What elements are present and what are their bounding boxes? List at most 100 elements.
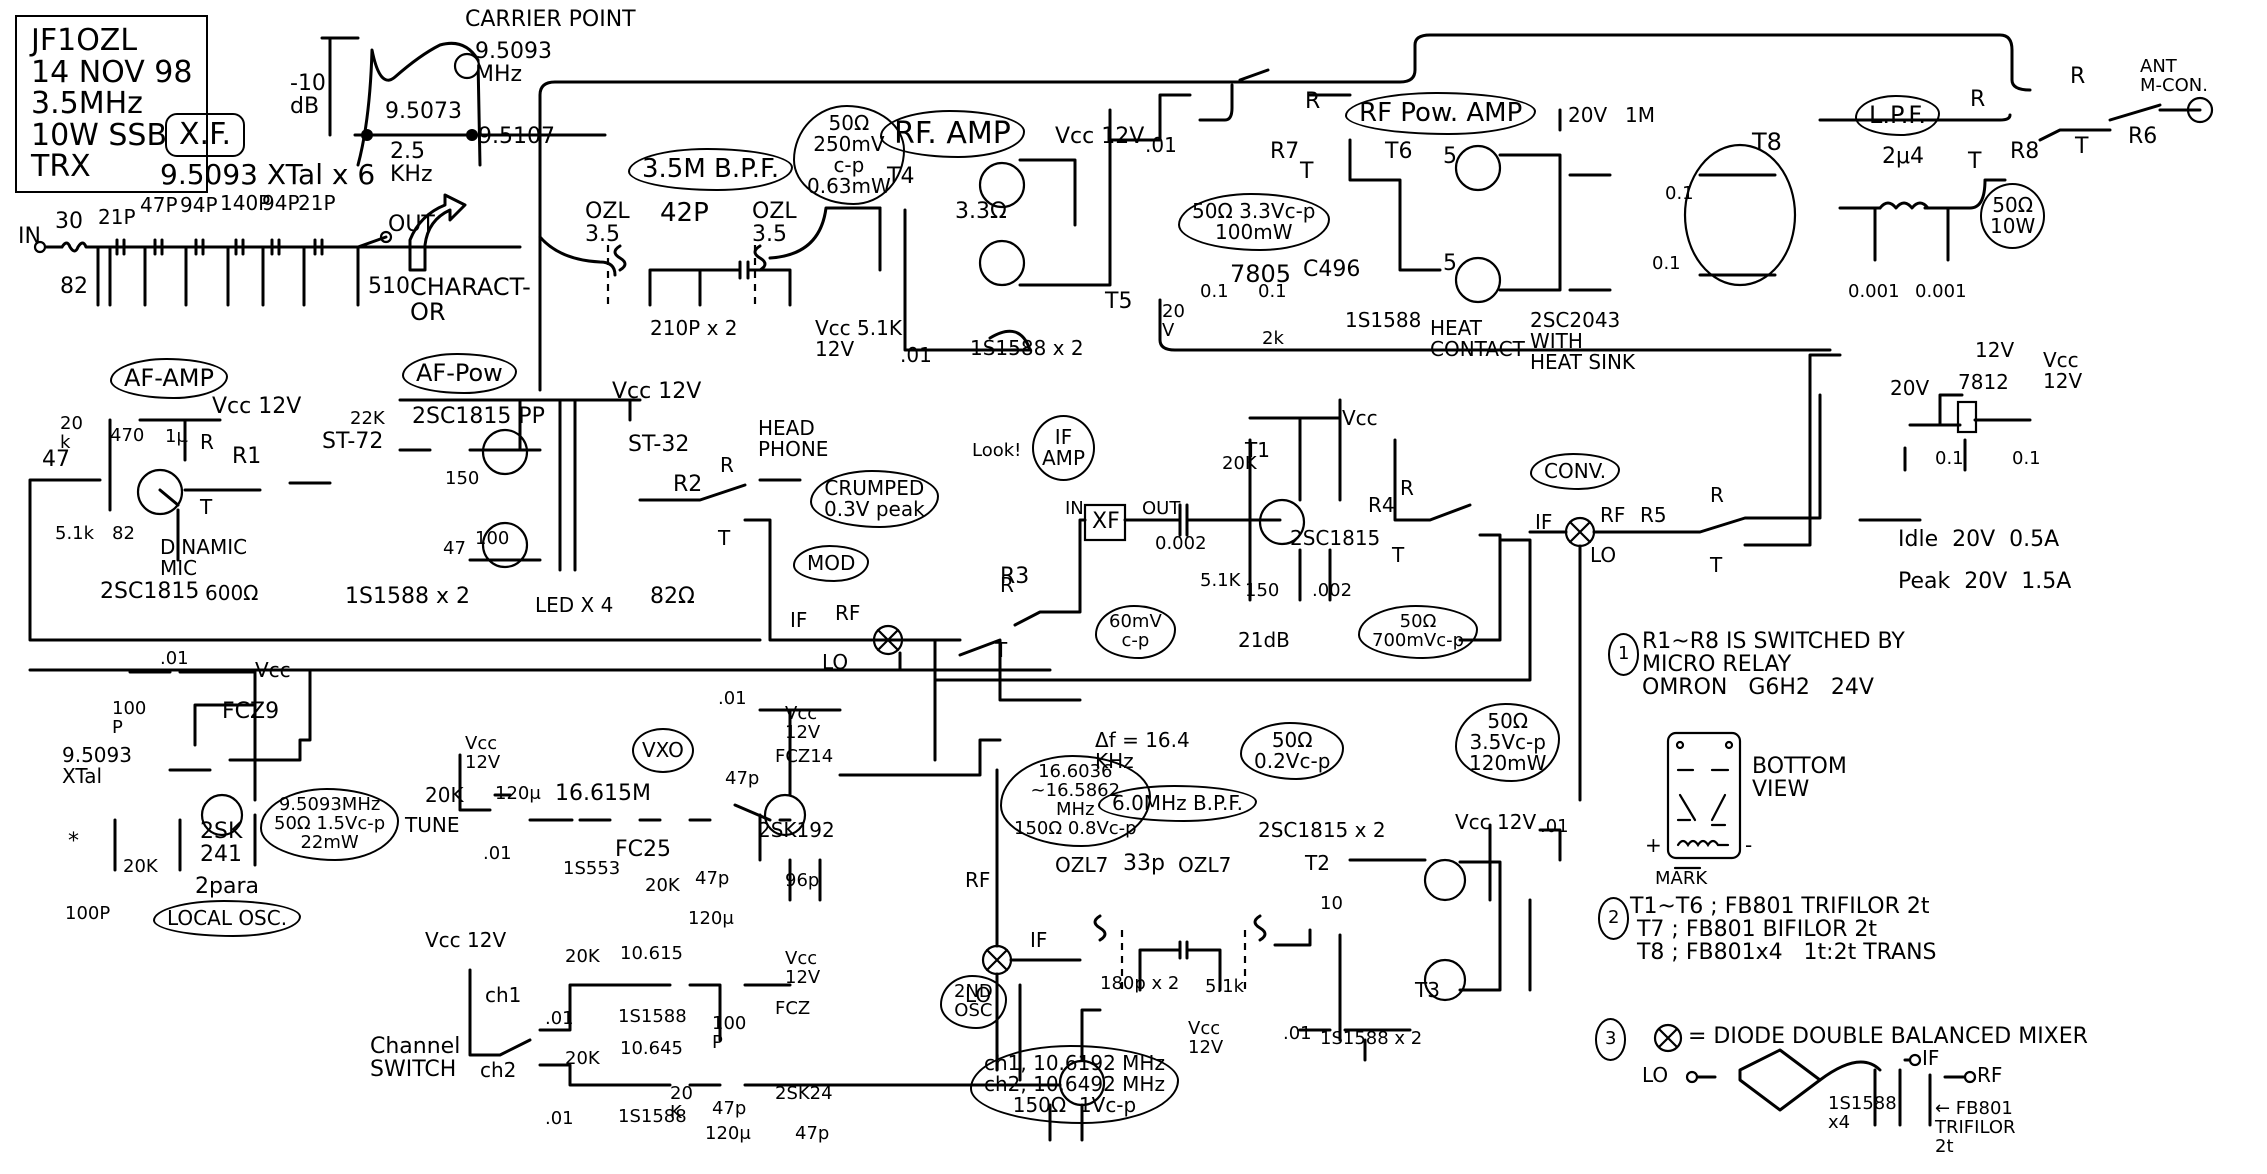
conv-rf-port: RF — [1600, 503, 1626, 527]
if-amp-vcc: Vcc — [1342, 406, 1378, 430]
vxo-tank-cap: 47p — [725, 768, 760, 789]
bpf-6mhz-coupling-cap: 33p — [1123, 851, 1165, 876]
bias-diode-1s1588: 1S1588 — [1345, 308, 1422, 332]
upper-edge-frequency: 9.5107 — [478, 124, 555, 149]
local-osc-heading: LOCAL OSC. — [153, 900, 302, 937]
filter-cap-2: 47P — [140, 193, 178, 217]
channel-1-label: ch1 — [485, 983, 522, 1007]
crystal-filter-spec: 9.5093 XTal x 6 — [160, 158, 376, 191]
rf-amp-bypass-cap: .01 — [1145, 133, 1177, 157]
driver-bias-cap: .01 — [1283, 1023, 1312, 1044]
vxo-tune-label: TUNE — [405, 813, 460, 837]
filter-out-label: OUT — [388, 212, 435, 237]
af-amp-input-cap: 47 — [42, 447, 70, 472]
af-pow-c100: 100 — [475, 528, 510, 549]
relay-r6-label: R6 — [2128, 124, 2158, 149]
relay-bottom-view-label: BOTTOM VIEW — [1752, 754, 1847, 803]
relay-r7-label: R7 — [1270, 139, 1300, 164]
driver-vcc: Vcc 12V — [1455, 810, 1537, 834]
relay-plus-label: + — [1645, 833, 1662, 857]
if-amp-input-level: 60mV c-p — [1095, 605, 1176, 659]
vxo-coil: FC25 — [615, 837, 672, 862]
rf-amp-t5: T5 — [1105, 289, 1133, 314]
vxo-bypass: .01 — [483, 843, 512, 864]
mod-rf-port: RF — [835, 601, 861, 625]
headphone-label: HEAD PHONE — [758, 416, 829, 461]
carrier-point-label: CARRIER POINT — [465, 7, 636, 32]
relay-r2-r: R — [720, 453, 734, 477]
rf-amp-t4: T4 — [887, 164, 915, 189]
mic-impedance: 600Ω — [205, 581, 259, 605]
base-resistor-bottom: 5 — [1443, 251, 1457, 276]
channel-osc-coil: FCZ — [775, 998, 811, 1019]
peak-current: Peak 20V 1.5A — [1898, 569, 2072, 594]
relay-r3-label: R3 — [1000, 564, 1030, 589]
second-mixer-if: IF — [1030, 928, 1048, 952]
af-amp-vcc: Vcc 12V — [212, 394, 302, 419]
dbm-core-label: ← FB801 TRIFILOR 2t — [1935, 1098, 2016, 1157]
bias-pot-2k: 2k — [1262, 328, 1284, 349]
bpf-6mhz-coil-right: OZL7 — [1178, 853, 1232, 877]
bpf-35-coil-right: OZL 3.5 — [752, 199, 797, 248]
af-pow-diodes: 1S1588 x 2 — [345, 584, 470, 609]
look-annotation: Look! — [972, 440, 1022, 461]
bpf-35-heading: 3.5M B.P.F. — [628, 148, 794, 192]
driver-diodes: 1S1588 x 2 — [1320, 1028, 1423, 1049]
decoupling-cap-1m: 1M — [1625, 103, 1655, 127]
driver-output-note: 50Ω 3.5Vc-p 120mW — [1455, 703, 1561, 782]
relay-r7-t: T — [1300, 159, 1314, 184]
af-amp-r-bias-top: 20 k — [60, 413, 83, 453]
driver-bypass: .01 — [1540, 816, 1569, 837]
filter-output-shunt-resistor: 510 — [368, 274, 410, 299]
vxo-tank-coil: FCZ14 — [775, 746, 834, 767]
bpf-6mhz-coil-left: OZL7 — [1055, 853, 1109, 877]
af-amp-heading: AF-AMP — [110, 358, 228, 400]
lpf-cap-2: 0.001 — [1915, 281, 1967, 302]
input-transformer-st72: ST-72 — [322, 429, 384, 454]
bandwidth-label: 2.5 KHz — [390, 139, 433, 188]
relay-r3-r: R — [1000, 573, 1014, 597]
if-amp-transistor: 2SC1815 — [1290, 526, 1381, 550]
af-pow-bias-resistor: 22K — [350, 408, 385, 429]
af-pow-c47: 47 — [443, 538, 466, 559]
rf-amp-vcc: Vcc 12V — [1055, 124, 1145, 149]
antenna-connector-label: ANT M-CON. — [2140, 56, 2208, 96]
xf-in-label: IN — [1065, 498, 1084, 519]
attenuation-level: -10 dB — [290, 71, 326, 120]
bpf-35-coupling-cap: 42P — [660, 198, 709, 228]
relay-r8-label: R8 — [2010, 139, 2040, 164]
bpf-35-coil-left: OZL 3.5 — [585, 199, 630, 248]
dbm-diodes: 1S1588 x4 — [1828, 1093, 1897, 1133]
if-amp-r-emitter: 150 — [1245, 580, 1280, 601]
channel-osc-tank-cap: 100 P — [712, 1013, 747, 1053]
relay-r6-r: R — [2070, 64, 2086, 89]
characteristic-label: CHARACT- OR — [410, 273, 531, 327]
rf-amp-diodes: 1S1588 x 2 — [970, 336, 1084, 360]
channel-1-resistor: 20K — [565, 946, 600, 967]
vxo-vcc: Vcc 12V — [465, 733, 501, 773]
regulator-12-cap-out: 0.1 — [2012, 448, 2041, 469]
local-osc-tank-cap: 100 P — [112, 698, 147, 738]
regulator-12-cap-in: 0.1 — [1935, 448, 1964, 469]
filter-cap-4: 140P — [220, 191, 271, 215]
idle-current: Idle 20V 0.5A — [1898, 527, 2060, 552]
bpf-6mhz-heading: 6.0MHz B.P.F. — [1098, 785, 1257, 822]
channel-switch-label: Channel SWITCH — [370, 1034, 461, 1083]
af-amp-r-bias-bottom: 5.1k — [55, 523, 95, 544]
channel-2-crystal: 10.645 — [620, 1038, 683, 1059]
if-amp-output-level: 50Ω 700mVc-p — [1358, 605, 1479, 659]
regulator-7812: 7812 — [1958, 370, 2009, 394]
vxo-supply: Vcc 12V — [785, 703, 821, 743]
filter-series-resistor: 30 — [55, 209, 83, 234]
channel-1-crystal: 10.615 — [620, 943, 683, 964]
relay-r1-r: R — [200, 430, 214, 454]
relay-r7-r: R — [1305, 89, 1321, 114]
rf-pow-amp-t6: T6 — [1385, 139, 1413, 164]
bpf-6mhz-trim: 180p x 2 — [1100, 973, 1180, 994]
channel-osc-vcc: Vcc 12V — [425, 928, 507, 952]
channel-2-label: ch2 — [480, 1058, 517, 1082]
filter-cap-3: 94P — [180, 193, 218, 217]
crystal-filter-block: XF — [1092, 509, 1120, 534]
af-amp-r-emitter: 82 — [112, 523, 135, 544]
